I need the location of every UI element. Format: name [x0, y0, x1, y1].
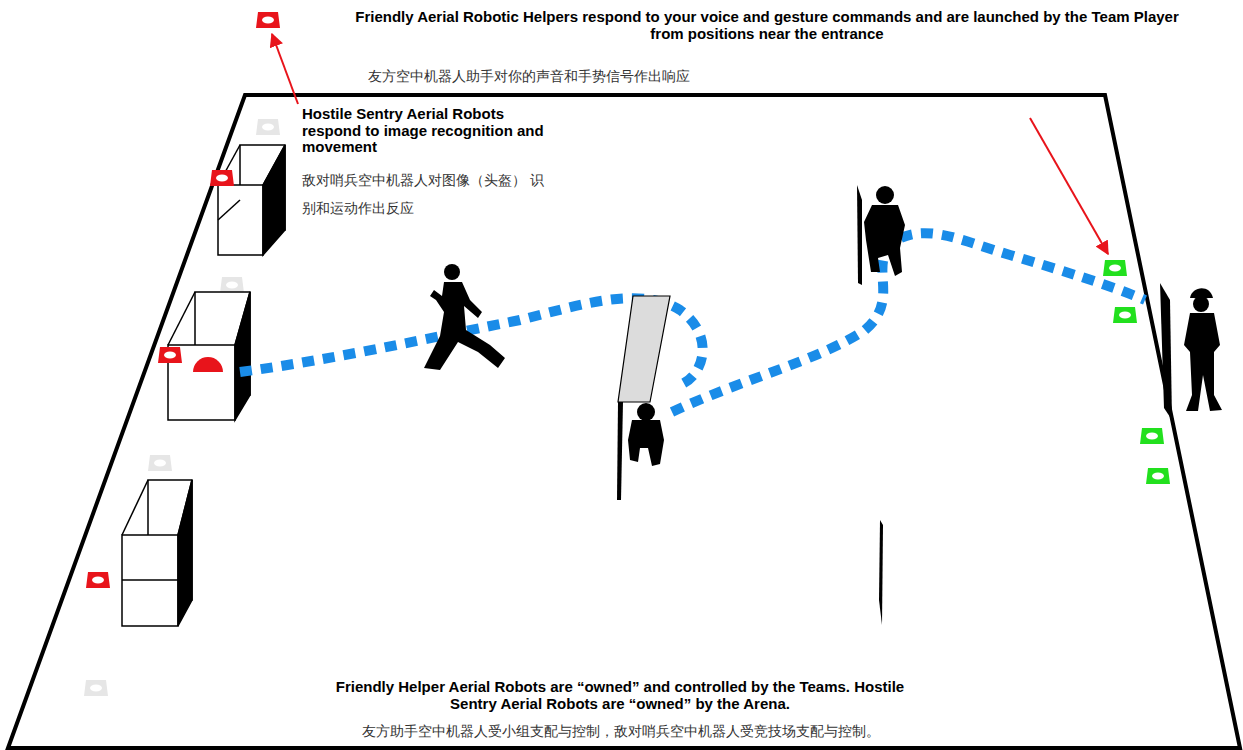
friendly-helper-pad: [1103, 260, 1170, 484]
barrier-box: [218, 145, 285, 255]
thin-wall: [857, 185, 1172, 625]
hostile-sentry-pad: [86, 12, 280, 588]
inactive-pad: [84, 119, 280, 696]
arena-wall: [8, 95, 1240, 748]
callout-note: Friendly Aerial Robotic Helpers respond …: [352, 8, 1182, 43]
callout-note-chinese: 敌对哨兵空中机器人对图像（头盔） 识别和运动作出反应: [302, 166, 552, 222]
barrier-box: [122, 480, 192, 626]
barrier-slab: [617, 296, 670, 500]
callout-note: Hostile Sentry Aerial Robots respond to …: [302, 106, 547, 156]
footer-note: Friendly Helper Aerial Robots are “owned…: [320, 678, 920, 713]
player-route: [240, 233, 1145, 412]
footer-note-chinese: 友方助手空中机器人受小组支配与控制，敌对哨兵空中机器人受竞技场支配与控制。: [221, 723, 1021, 740]
soldier-figure: [424, 186, 1222, 466]
callout-note-chinese: 友方空中机器人助手对你的声音和手势信号作出响应: [368, 68, 928, 85]
leader-arrow: [272, 34, 298, 104]
leader-arrow: [1030, 118, 1108, 254]
